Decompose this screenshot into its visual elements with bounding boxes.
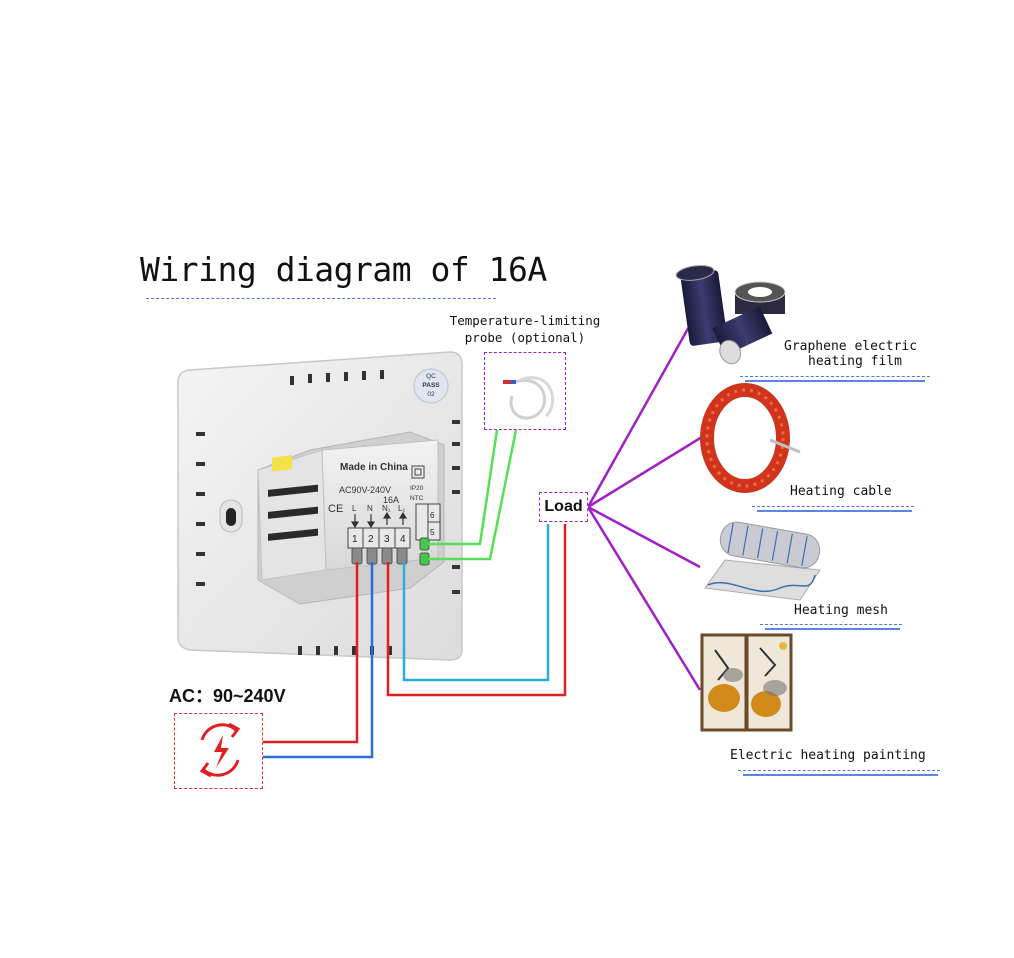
- badge-text-qc: QC: [426, 373, 436, 380]
- load-connector-lines: [586, 324, 703, 691]
- probe-terminal-5: 5: [430, 528, 435, 537]
- voltage-label: AC90V-240V: [339, 485, 391, 495]
- terminal-label-4: L₁: [398, 504, 405, 513]
- graphene-film-icon: [675, 264, 786, 365]
- qc-pass-badge: QC PASS 02: [413, 368, 449, 404]
- ce-mark: CE: [328, 503, 343, 515]
- terminal-number-4: 4: [400, 534, 406, 545]
- heating-painting-icon: [700, 633, 793, 732]
- temperature-probe-icon: [503, 376, 555, 420]
- mesh-underline-2: [765, 628, 900, 630]
- terminal-number-1: 1: [352, 534, 358, 545]
- probe-label: Temperature-limiting probe (optional): [430, 312, 620, 346]
- probe-terminal-6: 6: [430, 511, 435, 520]
- heating-mesh-icon: [704, 521, 821, 601]
- terminal-number-3: 3: [384, 534, 390, 545]
- ntc-label: NTC: [410, 495, 424, 502]
- painting-underline-2: [743, 774, 938, 776]
- terminal-label-3: N₁: [382, 504, 391, 513]
- badge-text-pass: PASS: [422, 382, 440, 389]
- terminal-labels: L N N₁ L₁: [352, 504, 405, 513]
- terminal-number-2: 2: [368, 534, 374, 545]
- heating-cable-icon: [700, 383, 801, 493]
- title-underline: [146, 298, 496, 299]
- load-box: Load: [539, 492, 588, 522]
- graphene-underline-2: [745, 380, 925, 382]
- mesh-underline: [760, 624, 902, 625]
- terminal-label-2: N: [367, 504, 373, 513]
- terminal-label-1: L: [352, 504, 357, 513]
- load-label-graphene-film: Graphene electric heating film: [784, 339, 917, 369]
- probe-label-line2: probe (optional): [464, 330, 586, 345]
- probe-dashed-box: [484, 352, 566, 430]
- current-label: 16A: [383, 495, 399, 505]
- terminal-numbers: 1 2 3 4 6 5: [352, 511, 435, 545]
- ac-voltage-label: AC：90~240V: [169, 686, 286, 706]
- cable-underline: [752, 506, 914, 507]
- power-swap-icon: [199, 722, 241, 778]
- painting-underline: [738, 770, 940, 771]
- power-wires: [263, 562, 374, 759]
- thermostat-module: [257, 431, 445, 605]
- made-in-label: Made in China: [340, 462, 408, 473]
- load-wires: [386, 524, 567, 697]
- ip-label: IP20: [410, 485, 424, 492]
- diagram-title: Wiring diagram of 16A: [140, 250, 547, 289]
- badge-text-02: 02: [427, 391, 435, 398]
- load-label-graphene-line2: heating film: [808, 354, 902, 369]
- cable-underline-2: [757, 510, 912, 512]
- probe-wires: [428, 429, 518, 561]
- load-label-heating-cable: Heating cable: [790, 484, 892, 499]
- probe-label-line1: Temperature-limiting: [449, 313, 601, 328]
- load-label-heating-painting: Electric heating painting: [730, 748, 926, 763]
- graphene-underline: [740, 376, 930, 377]
- load-label-graphene-line1: Graphene electric: [784, 339, 918, 354]
- load-label-heating-mesh: Heating mesh: [794, 603, 888, 618]
